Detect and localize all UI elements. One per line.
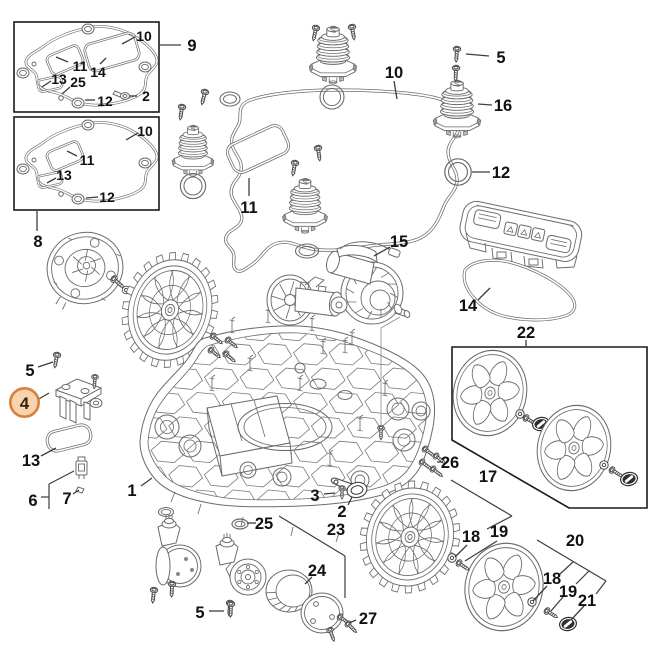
svg-text:16: 16 bbox=[494, 97, 512, 115]
svg-text:13: 13 bbox=[51, 71, 67, 87]
svg-text:18: 18 bbox=[543, 570, 561, 588]
svg-text:7: 7 bbox=[62, 490, 71, 508]
svg-text:25: 25 bbox=[70, 74, 86, 90]
svg-text:13: 13 bbox=[22, 452, 40, 470]
svg-text:20: 20 bbox=[566, 532, 584, 550]
svg-text:27: 27 bbox=[359, 610, 377, 628]
svg-text:22: 22 bbox=[517, 324, 535, 342]
svg-text:1: 1 bbox=[127, 482, 136, 500]
svg-text:9: 9 bbox=[187, 37, 196, 55]
svg-text:11: 11 bbox=[80, 152, 95, 168]
svg-text:10: 10 bbox=[385, 64, 403, 82]
svg-text:19: 19 bbox=[559, 583, 577, 601]
svg-text:4: 4 bbox=[20, 394, 30, 413]
svg-text:14: 14 bbox=[90, 64, 106, 80]
svg-text:13: 13 bbox=[56, 167, 72, 183]
svg-text:3: 3 bbox=[310, 487, 319, 505]
svg-text:12: 12 bbox=[492, 164, 510, 182]
svg-text:21: 21 bbox=[578, 592, 596, 610]
svg-text:19: 19 bbox=[490, 523, 508, 541]
svg-text:11: 11 bbox=[240, 199, 257, 217]
svg-text:25: 25 bbox=[255, 515, 273, 533]
svg-text:26: 26 bbox=[441, 454, 459, 472]
svg-text:24: 24 bbox=[308, 562, 327, 580]
svg-text:12: 12 bbox=[99, 189, 115, 205]
svg-text:12: 12 bbox=[97, 93, 113, 109]
svg-text:6: 6 bbox=[28, 492, 37, 510]
svg-text:5: 5 bbox=[195, 604, 204, 622]
svg-text:5: 5 bbox=[496, 49, 505, 67]
svg-text:23: 23 bbox=[327, 521, 345, 539]
svg-text:11: 11 bbox=[73, 58, 88, 74]
svg-text:14: 14 bbox=[459, 297, 478, 315]
svg-text:15: 15 bbox=[390, 233, 408, 251]
svg-text:10: 10 bbox=[137, 123, 153, 139]
svg-text:2: 2 bbox=[337, 503, 346, 521]
svg-text:18: 18 bbox=[462, 528, 480, 546]
svg-text:10: 10 bbox=[136, 28, 152, 44]
svg-text:8: 8 bbox=[33, 233, 42, 251]
svg-text:2: 2 bbox=[142, 88, 150, 104]
svg-text:17: 17 bbox=[479, 468, 497, 486]
svg-text:5: 5 bbox=[25, 362, 34, 380]
